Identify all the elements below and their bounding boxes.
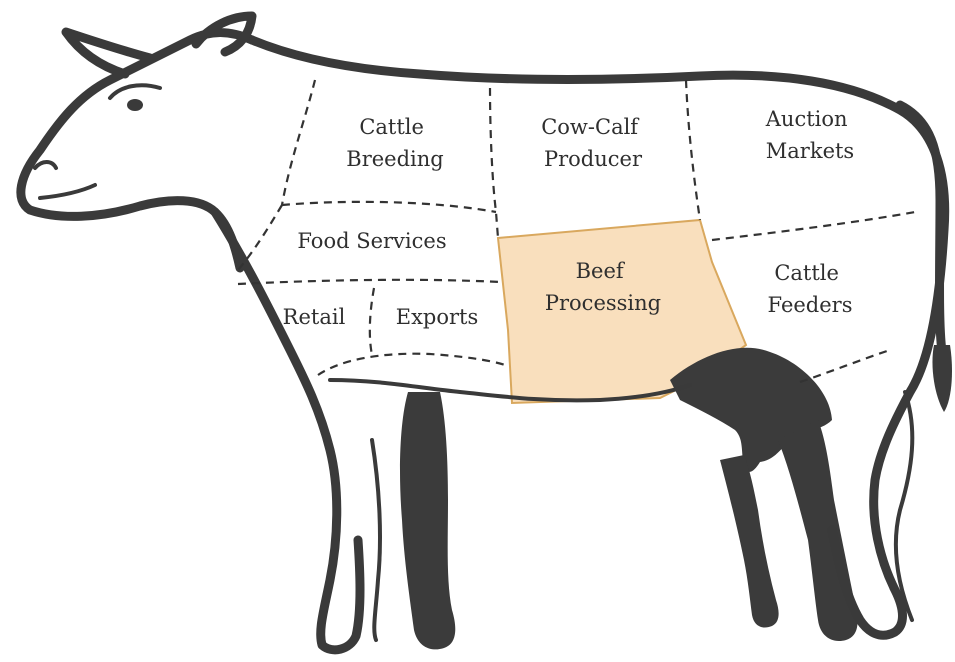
divider-feeders-bottom	[800, 350, 890, 382]
divider-lower	[318, 354, 505, 375]
cow-back-leg-outline	[896, 392, 912, 620]
divider-right-vertical	[686, 80, 700, 220]
cow-tail	[900, 105, 942, 352]
label-food-services: Food Services	[297, 229, 446, 253]
tail-tuft	[932, 345, 952, 412]
label-cattle-feeders: Cattle Feeders	[768, 261, 853, 317]
divider-mid-vertical	[490, 88, 498, 238]
rear-leg-far	[720, 455, 779, 628]
divider-feeders-top	[712, 212, 915, 240]
cow-chest-outline	[215, 212, 360, 650]
label-cow-calf-producer: Cow-Calf Producer	[541, 115, 645, 171]
front-leg-near	[400, 392, 455, 649]
cow-head-outline	[21, 33, 252, 269]
divider-food-top	[282, 202, 496, 212]
rear-leg-near	[778, 420, 858, 641]
label-exports: Exports	[396, 305, 479, 329]
cow-front-leg-far	[372, 440, 380, 640]
cow-nostril	[35, 162, 56, 168]
label-auction-markets: Auction Markets	[765, 107, 854, 163]
divider-neck	[282, 80, 315, 205]
divider-retail-top	[238, 280, 500, 284]
label-retail: Retail	[283, 305, 346, 329]
divider-retail-exports	[370, 288, 374, 355]
cow-eyebrow	[110, 85, 160, 98]
label-cattle-breeding: Cattle Breeding	[346, 115, 443, 171]
cow-mouth	[40, 185, 95, 198]
cow-eye	[127, 99, 143, 111]
